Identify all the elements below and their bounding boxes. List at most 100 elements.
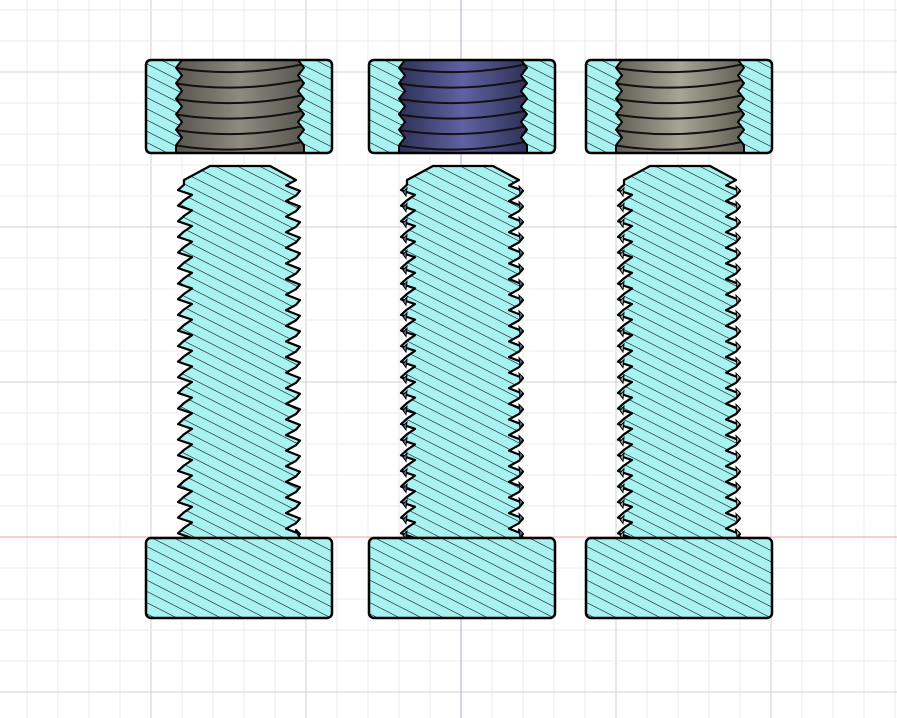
thread-flank (735, 418, 741, 430)
thread-flank (735, 387, 741, 399)
thread-flank (735, 465, 741, 477)
thread-flank (518, 403, 524, 414)
thread-flank (619, 467, 625, 479)
thread-flank (402, 249, 408, 260)
thread-flank (619, 311, 625, 323)
nut-wall-left (368, 59, 406, 154)
thread-crest-line (398, 140, 528, 151)
thread-flank (619, 483, 625, 494)
nut-section (144, 58, 334, 155)
thread-flank (402, 342, 408, 354)
thread-flank (619, 451, 625, 463)
thread-flank (402, 467, 408, 479)
bolt-shank-section (176, 164, 302, 540)
thread-crest-line (175, 78, 305, 89)
bolt-shank-section (399, 164, 525, 540)
thread-crest-line (615, 94, 745, 105)
bolt-shank-section (616, 164, 742, 540)
nut-internal-thread (614, 61, 746, 153)
thread-flank (518, 527, 524, 539)
nut-wall-left (585, 59, 623, 154)
thread-flank (518, 387, 524, 399)
thread-flank (518, 465, 524, 477)
thread-crest-line (615, 125, 745, 136)
thread-flank (402, 327, 408, 338)
thread-flank (518, 481, 524, 492)
thread-flank (735, 434, 741, 445)
thread-flank (518, 356, 524, 367)
bolt-nut-2 (367, 58, 557, 620)
bolt-nut-3 (584, 58, 774, 620)
thread-flank (402, 405, 408, 416)
thread-flank (735, 449, 741, 461)
thread-crest-line (398, 125, 528, 136)
thread-crest-line (175, 125, 305, 136)
nut-wall-left (145, 59, 183, 154)
thread-flank (619, 389, 625, 401)
thread-flank (518, 200, 524, 211)
thread-crest-line (615, 78, 745, 89)
nut-wall-right (737, 59, 773, 154)
thread-flank (518, 293, 524, 305)
thread-crest-line (398, 94, 528, 105)
thread-flank (735, 403, 741, 414)
thread-flank (619, 186, 625, 198)
thread-flank (735, 309, 741, 321)
thread-flank (402, 280, 408, 291)
thread-crest-line (615, 109, 745, 120)
thread-flank (518, 434, 524, 445)
thread-flank (619, 498, 625, 510)
thread-flank (735, 371, 741, 383)
thread-flank (518, 512, 524, 523)
thread-flank (735, 356, 741, 367)
thread-flank (402, 420, 408, 432)
thread-flank (402, 217, 408, 229)
thread-flank (735, 481, 741, 492)
nut-internal-thread (397, 61, 529, 153)
thread-crest-line (175, 109, 305, 120)
thread-flank (735, 215, 741, 227)
nut-outline (367, 58, 557, 155)
thread-flank (619, 295, 625, 307)
thread-flank (619, 514, 625, 525)
thread-flank (619, 249, 625, 260)
thread-flank (735, 527, 741, 539)
thread-flank (518, 325, 524, 336)
nut-internal-thread (174, 61, 306, 153)
thread-flank (402, 358, 408, 369)
nut-outline (144, 58, 334, 155)
thread-flank (619, 264, 625, 276)
thread-flank (402, 389, 408, 401)
thread-flank (402, 514, 408, 525)
bolt-head-section (367, 536, 557, 620)
thread-flank (402, 483, 408, 494)
thread-flank (619, 420, 625, 432)
thread-flank (402, 498, 408, 510)
thread-flank (735, 340, 741, 352)
thread-flank (735, 262, 741, 274)
bolt-head-section (584, 536, 774, 620)
thread-flank (518, 215, 524, 227)
thread-crest-line (398, 109, 528, 120)
thread-flank (518, 184, 524, 196)
thread-crest-line (175, 63, 305, 74)
bolt-head-section (144, 536, 334, 620)
nut-outline (584, 58, 774, 155)
thread-flank (735, 247, 741, 258)
thread-crest-line (175, 140, 305, 151)
nut-wall-right (297, 59, 333, 154)
thread-flank (735, 184, 741, 196)
thread-flank (518, 449, 524, 461)
thread-flank (402, 202, 408, 213)
thread-flank (735, 325, 741, 336)
thread-flank (735, 293, 741, 305)
thread-crest-line (398, 63, 528, 74)
thread-flank (735, 231, 741, 243)
thread-flank (619, 358, 625, 369)
thread-crest-line (398, 78, 528, 89)
thread-flank (619, 342, 625, 354)
thread-flank (619, 280, 625, 291)
thread-flank (518, 340, 524, 352)
thread-flank (619, 436, 625, 447)
